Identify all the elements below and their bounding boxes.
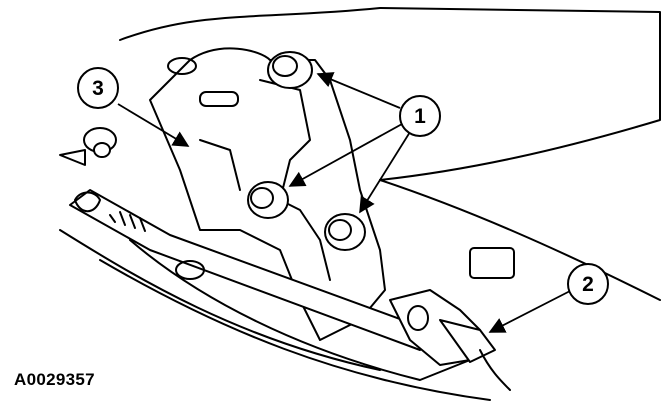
connector-clip <box>407 305 429 331</box>
callout-1: 1 <box>399 95 441 137</box>
bracket-inner <box>259 79 331 281</box>
leader-1-a <box>316 72 401 109</box>
leader-3 <box>117 103 190 147</box>
callout-3: 3 <box>77 67 119 109</box>
panel-edge <box>379 179 661 301</box>
bolt-top <box>267 51 313 89</box>
rod-spring <box>109 211 146 232</box>
pivot-tip <box>59 149 86 166</box>
panel-left-curve <box>59 229 381 371</box>
pivot-center <box>93 142 111 158</box>
callout-3-label: 3 <box>92 77 104 100</box>
panel-hole <box>167 57 197 75</box>
callout-2: 2 <box>567 263 609 305</box>
bolt-middle-right <box>324 213 366 251</box>
bracket-plate <box>149 47 386 341</box>
side-rail <box>129 239 471 381</box>
panel-slot <box>199 91 239 107</box>
panel-lower-edge <box>99 259 491 401</box>
rod-end <box>74 191 101 213</box>
cable-wire <box>479 349 511 391</box>
lower-hole <box>175 260 205 280</box>
release-rod <box>69 189 431 351</box>
bracket-fold <box>199 139 241 191</box>
upper-panel <box>119 7 661 181</box>
panel-tab <box>469 247 515 279</box>
figure-code: A0029357 <box>14 370 95 389</box>
callout-1-label: 1 <box>414 105 426 128</box>
leader-1-c <box>359 131 411 214</box>
callout-2-label: 2 <box>582 273 594 296</box>
leader-1-b <box>288 123 403 187</box>
leader-2 <box>488 289 573 333</box>
bolt-middle-left <box>247 181 289 219</box>
